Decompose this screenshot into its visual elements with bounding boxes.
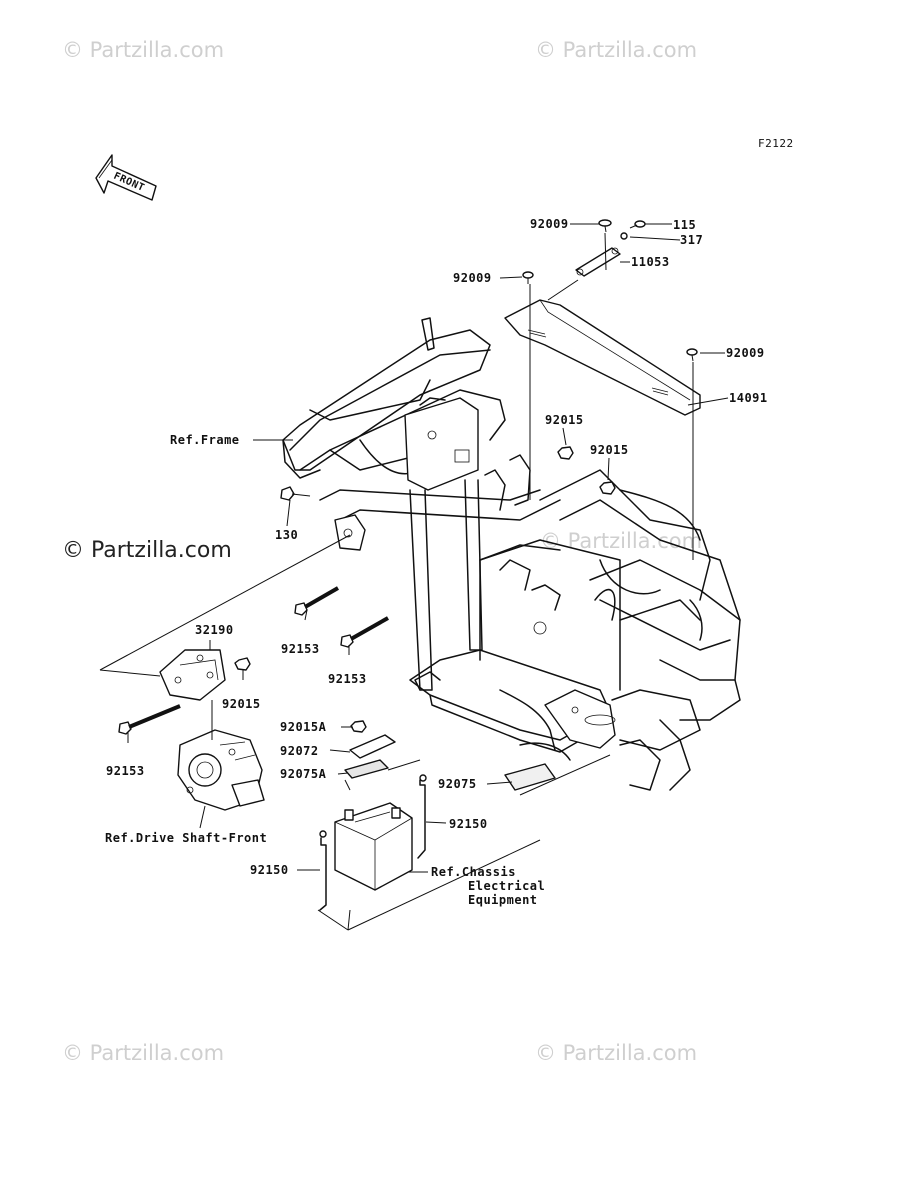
battery	[334, 802, 413, 891]
label-92075A: 92075A	[280, 767, 327, 781]
label-ref-frame: Ref.Frame	[170, 433, 240, 447]
label-ref-chassis-1: Ref.Chassis	[431, 865, 516, 879]
label-92015A: 92015A	[280, 720, 327, 734]
nut-92015-b-icon	[599, 481, 616, 495]
battery-strap-92150-a	[417, 774, 427, 859]
pad-92075	[504, 763, 556, 791]
mount-bracket-32190	[159, 649, 226, 701]
bolt-92153-a-icon	[294, 586, 339, 616]
label-92150-b: 92150	[250, 863, 289, 877]
bolt-92009-top-icon	[598, 219, 612, 233]
strap-11053	[575, 247, 621, 277]
nut-92015-a-icon	[557, 446, 574, 460]
label-130: 130	[275, 528, 298, 542]
watermark-top-left: © Partzilla.com	[62, 38, 224, 62]
bolt-92153-b-icon	[340, 616, 389, 648]
bolt-92009-right-icon	[686, 348, 698, 362]
label-92153-b: 92153	[328, 672, 367, 686]
label-92015-c: 92015	[222, 697, 261, 711]
watermark-top-right: © Partzilla.com	[535, 38, 697, 62]
label-92009-right: 92009	[726, 346, 765, 360]
front-differential	[177, 729, 265, 811]
pad-92075A	[344, 759, 389, 779]
label-92153-c: 92153	[106, 764, 145, 778]
plate-92072	[349, 734, 396, 759]
watermark-bottom-left: © Partzilla.com	[62, 1041, 224, 1065]
label-92153-a: 92153	[281, 642, 320, 656]
leader-lines	[99, 223, 729, 931]
label-32190: 32190	[195, 623, 234, 637]
label-ref-chassis-3: Equipment	[468, 893, 538, 907]
label-92015-b: 92015	[590, 443, 629, 457]
nut-92015A-icon	[350, 720, 367, 733]
front-arrow-icon: FRONT	[95, 154, 157, 201]
label-14091: 14091	[729, 391, 768, 405]
label-ref-drive-shaft: Ref.Drive Shaft-Front	[105, 831, 267, 845]
bolt-130-icon	[280, 486, 311, 501]
label-317: 317	[680, 233, 703, 247]
label-92075: 92075	[438, 777, 477, 791]
watermark-mid-faint: © Partzilla.com	[540, 529, 702, 553]
nut-92015-c-icon	[234, 657, 251, 671]
bolt-92153-c-icon	[118, 704, 181, 735]
diagram-code: F2122	[758, 137, 794, 150]
label-92150-a: 92150	[449, 817, 488, 831]
label-115: 115	[673, 218, 696, 232]
label-11053: 11053	[631, 255, 670, 269]
label-92009-mid: 92009	[453, 271, 492, 285]
washer-317-icon	[620, 232, 628, 240]
watermark-bottom-right: © Partzilla.com	[535, 1041, 697, 1065]
battery-strap-92150-b	[319, 830, 327, 911]
label-92009-top: 92009	[530, 217, 569, 231]
bolt-115-icon	[629, 220, 646, 229]
cover-14091	[504, 299, 701, 416]
label-92072: 92072	[280, 744, 319, 758]
label-ref-chassis-2: Electrical	[468, 879, 545, 893]
vehicle-frame	[282, 317, 741, 791]
watermark-center: © Partzilla.com	[62, 538, 232, 563]
label-92015-a: 92015	[545, 413, 584, 427]
bolt-92009-mid-icon	[522, 271, 534, 284]
